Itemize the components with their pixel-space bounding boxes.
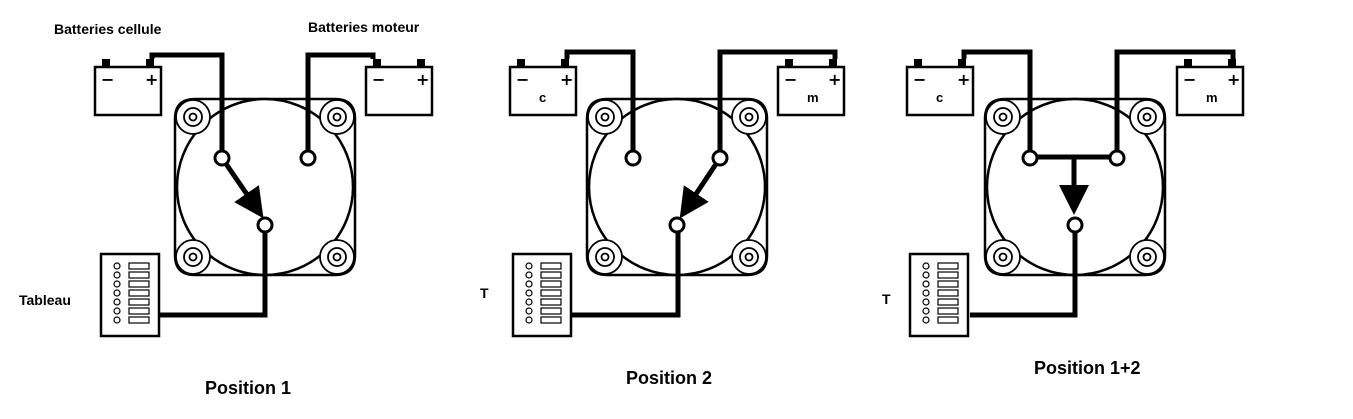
caption: Position 1+2 <box>1034 358 1141 378</box>
diagram-position-2: − + c − + m T Position 2 <box>480 49 846 388</box>
wire-panel <box>572 228 681 318</box>
svg-text:−: − <box>101 70 114 89</box>
caption: Position 2 <box>626 368 712 388</box>
wire-m <box>1114 49 1236 157</box>
post-1 <box>624 149 642 167</box>
svg-text:−: − <box>913 70 926 89</box>
svg-text:−: − <box>784 70 797 89</box>
battery-m-label: m <box>807 90 819 105</box>
post-common <box>668 216 686 234</box>
post-2 <box>299 149 317 167</box>
wire-panel <box>970 228 1078 318</box>
control-panel <box>908 252 970 338</box>
panel-label: T <box>882 291 891 307</box>
battery-m: − + m <box>776 57 846 117</box>
switch-arrow <box>679 156 723 219</box>
battery-c-label: c <box>539 90 546 105</box>
caption: Position 1 <box>205 378 291 398</box>
svg-text:+: + <box>416 70 429 89</box>
wire-c <box>564 49 636 157</box>
control-panel <box>99 252 161 338</box>
battery-m-label: m <box>1206 90 1218 105</box>
battery-c: − + c <box>905 57 975 117</box>
wire-m <box>717 49 838 157</box>
post-common <box>256 216 274 234</box>
post-common <box>1066 216 1084 234</box>
switch-arrow <box>219 156 264 219</box>
control-panel <box>511 252 573 338</box>
panel-label: Tableau <box>19 292 71 308</box>
post-2 <box>711 149 729 167</box>
post-1 <box>213 149 231 167</box>
battery-moteur: − + <box>364 57 434 117</box>
battery-moteur-label: Batteries moteur <box>308 19 420 35</box>
panel-label: T <box>480 285 489 301</box>
svg-text:+: + <box>957 70 970 89</box>
battery-m: − + m <box>1175 57 1245 117</box>
battery-cellule-label: Batteries cellule <box>54 21 162 37</box>
svg-text:−: − <box>372 70 385 89</box>
svg-text:+: + <box>1227 70 1240 89</box>
battery-c: − + c <box>508 57 578 117</box>
wire-moteur <box>305 52 376 157</box>
diagram-position-1: Batteries cellule Batteries moteur − + −… <box>19 19 434 398</box>
svg-text:−: − <box>1183 70 1196 89</box>
diagram-position-1-2: − + c − + m T Position 1+2 <box>882 49 1245 378</box>
wire-c <box>961 49 1033 157</box>
post-2 <box>1108 149 1126 167</box>
svg-text:+: + <box>560 70 573 89</box>
svg-text:+: + <box>828 70 841 89</box>
battery-cellule: − + <box>93 57 163 117</box>
wire-panel <box>160 228 268 318</box>
svg-text:−: − <box>516 70 529 89</box>
svg-text:+: + <box>145 70 158 89</box>
wire-cellule <box>149 52 225 157</box>
post-1 <box>1021 149 1039 167</box>
battery-c-label: c <box>936 90 943 105</box>
